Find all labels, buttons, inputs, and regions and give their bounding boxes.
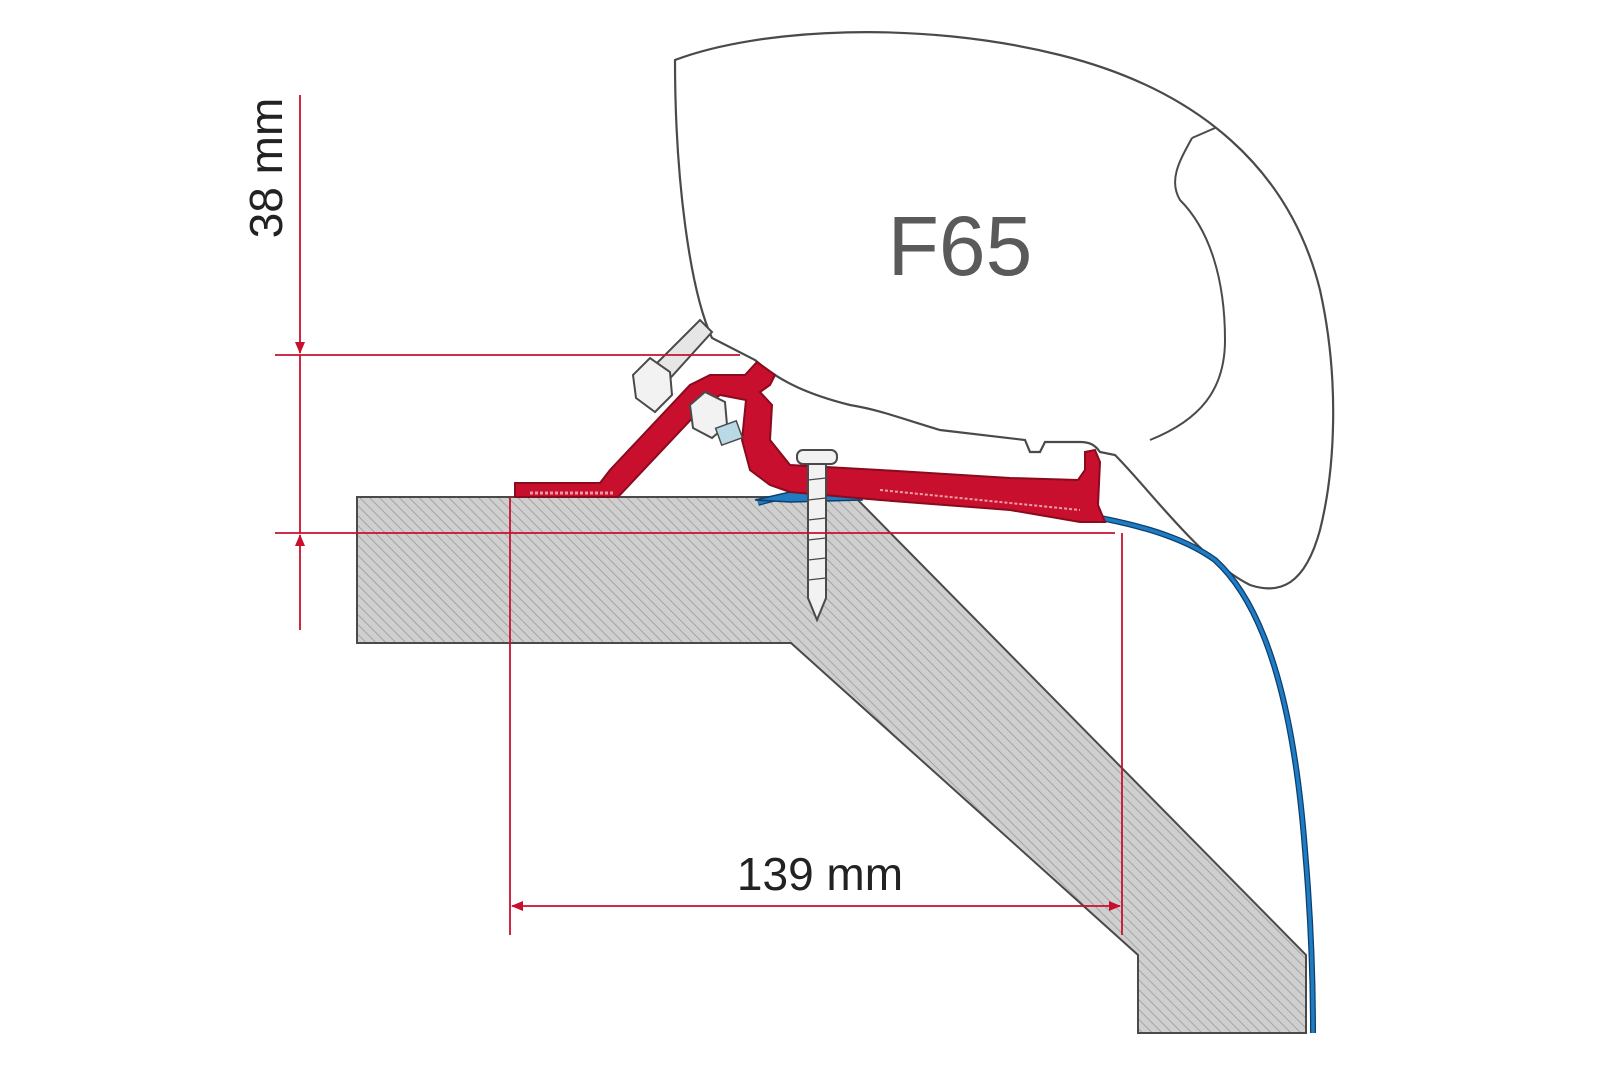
height-dimension-label: 38 mm (240, 98, 292, 239)
hex-bolt-icon (631, 318, 744, 447)
width-dimension-label: 139 mm (737, 848, 903, 900)
awning-housing: F65 (673, 31, 1335, 590)
vehicle-wall-section (356, 496, 1307, 1034)
height-dimension: 38 mm (240, 95, 1115, 630)
width-dimension: 139 mm (509, 497, 1123, 935)
mounting-bracket (514, 360, 1107, 523)
wood-screw-icon (796, 449, 838, 623)
awning-model-label: F65 (888, 199, 1033, 293)
